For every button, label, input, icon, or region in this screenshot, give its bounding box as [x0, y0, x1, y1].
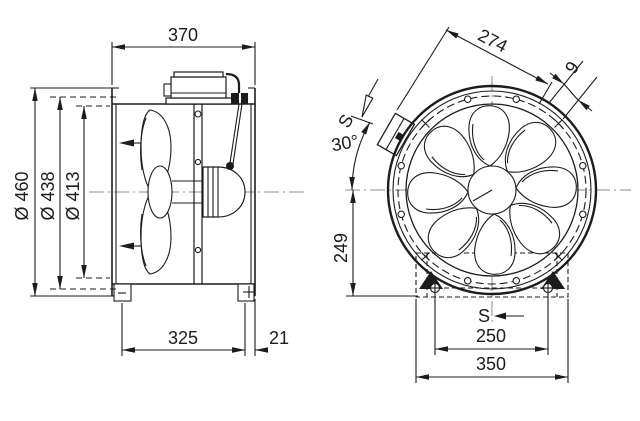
dim-label-angle: 30° [330, 131, 360, 155]
dim-label-foot-hole-spacing: 250 [476, 326, 506, 346]
dim-angle-30: 30° [330, 121, 371, 191]
dim-250: 250 [434, 294, 549, 355]
foot-hole-right [541, 281, 555, 295]
suction-side-arrow-top: S [334, 78, 379, 131]
impeller-side [140, 109, 173, 275]
dim-249: 249 [331, 190, 418, 297]
dim-9: 9 [548, 58, 598, 120]
motor-side [172, 166, 246, 218]
terminal-box-front [376, 112, 416, 157]
impeller-front [407, 105, 577, 275]
dim-label-length: 370 [168, 25, 198, 45]
front-view-centerlines [345, 76, 631, 322]
dim-label-flange-diameter: Ø 460 [12, 171, 32, 220]
label-suction-side-bottom: S [478, 306, 490, 326]
front-view: S 30° 274 9 249 [330, 25, 631, 383]
dim-label-base-width: 350 [476, 354, 506, 374]
side-view: 370 Ø 460 Ø 438 Ø 413 325 21 [12, 25, 306, 356]
motor-cable [226, 103, 243, 170]
foot-hole-left [428, 281, 442, 295]
dim-label-rim-width: 9 [561, 58, 583, 78]
dim-label-foot-edge-offset: 21 [269, 328, 289, 348]
duct-casing [111, 87, 256, 297]
dim-length-370: 370 [111, 25, 256, 85]
airflow-arrow-icon [119, 139, 142, 250]
mounting-feet [113, 283, 255, 302]
dim-label-box-extent: 274 [475, 25, 511, 57]
suction-side-arrow-bottom: S [478, 306, 524, 326]
support-strut [193, 104, 203, 284]
dim-label-foot-spacing: 325 [168, 328, 198, 348]
bolt-hole-markers [397, 95, 587, 285]
dim-350: 350 [415, 299, 569, 383]
dim-diameters: Ø 460 Ø 438 Ø 413 [12, 87, 116, 297]
casing-circles [386, 84, 598, 296]
dim-label-axis-height: 249 [331, 233, 351, 263]
label-suction-side-top: S [334, 111, 357, 131]
dim-feet: 325 21 [121, 299, 289, 356]
base-plate [415, 252, 569, 298]
dim-label-bolt-circle-diameter: Ø 438 [38, 171, 58, 220]
terminal-box-side [163, 71, 248, 105]
dim-label-impeller-diameter: Ø 413 [63, 171, 83, 220]
